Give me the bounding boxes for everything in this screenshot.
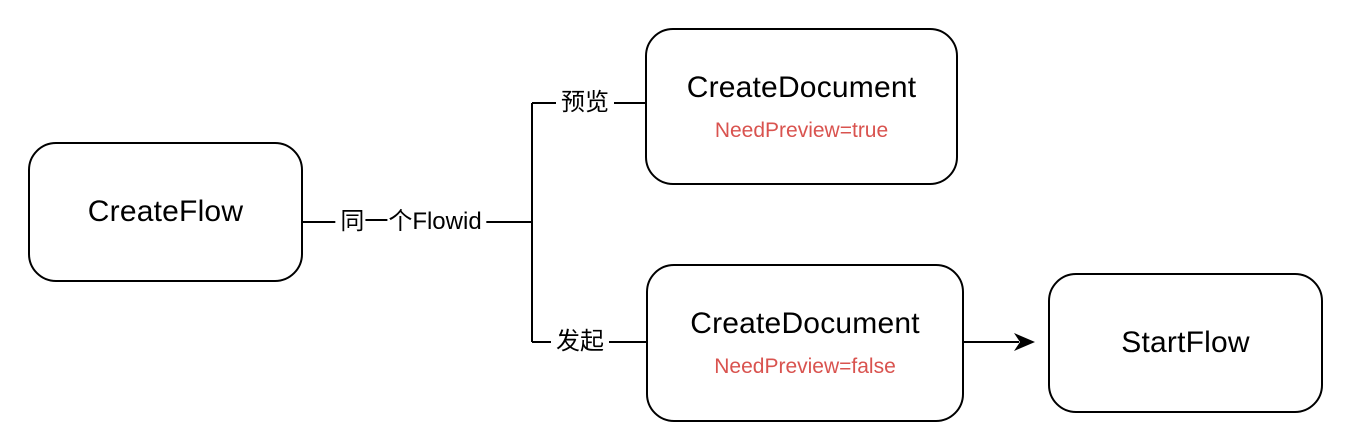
arrowhead (1014, 333, 1035, 351)
node-create-document-initiate: CreateDocument NeedPreview=false (646, 264, 964, 422)
edge-label-preview: 预览 (556, 89, 614, 117)
node-create-flow: CreateFlow (28, 142, 303, 282)
node-start-flow-label: StartFlow (1121, 326, 1250, 359)
node-create-document-preview-param: NeedPreview=true (714, 118, 889, 142)
node-start-flow: StartFlow (1048, 273, 1323, 413)
node-create-document-initiate-param: NeedPreview=false (714, 355, 896, 378)
edge-label-same-flowid: 同一个Flowid (335, 208, 487, 236)
node-create-document-preview: CreateDocument NeedPreview=true (645, 28, 958, 185)
node-create-document-preview-label: CreateDocument (686, 70, 917, 104)
edge-label-initiate: 发起 (551, 328, 609, 356)
node-create-flow-label: CreateFlow (87, 195, 244, 228)
node-create-document-initiate-label: CreateDocument (690, 307, 920, 340)
